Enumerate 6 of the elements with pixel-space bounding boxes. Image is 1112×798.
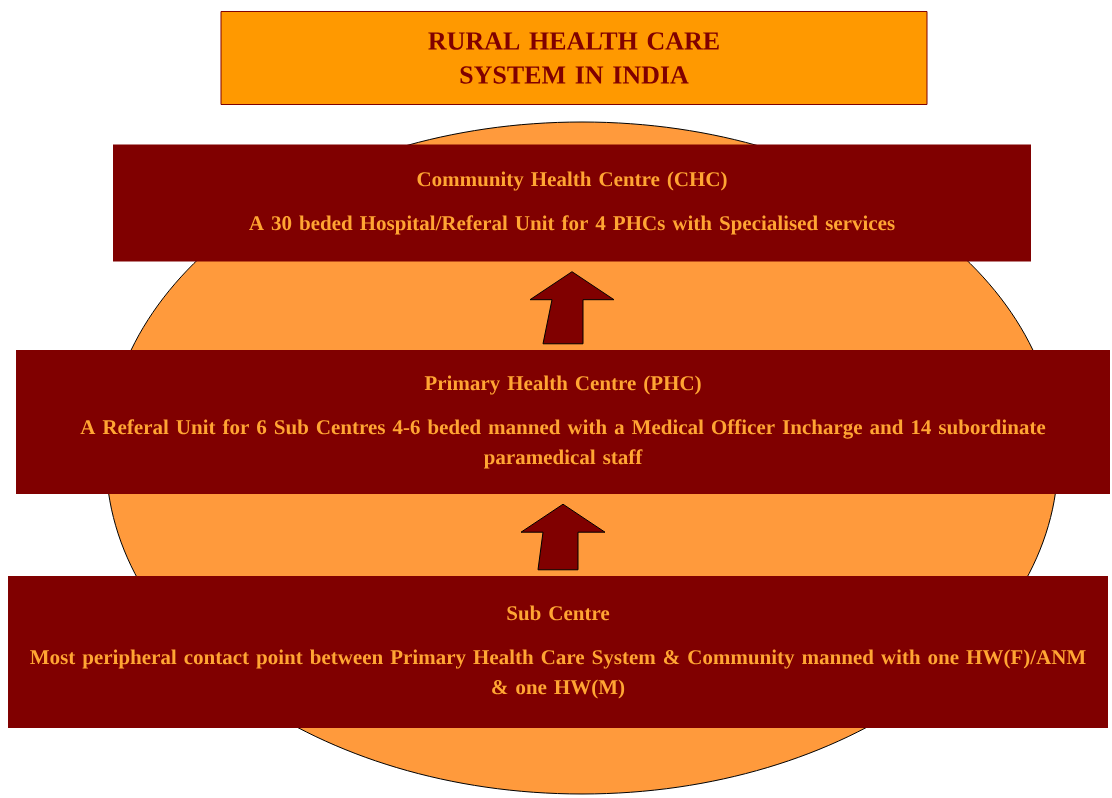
block-arrow bbox=[529, 271, 615, 345]
tier-box: Primary Health Centre (PHC) A Referal Unit for 6 Sub Centres 4-6 beded manned with a Medical Officer Incharge and 14 subordinate paramedical staff bbox=[16, 350, 1110, 494]
title-box: RURAL HEALTH CARE SYSTEM IN INDIA bbox=[220, 11, 928, 105]
tier-box: Community Health Centre (CHC) A 30 beded Hospital/Referal Unit for 4 PHCs with Specialised services bbox=[113, 144, 1031, 262]
tier-box: Sub Centre Most peripheral contact point between Primary Health Care System & Community manned with one HW(F)/ANM & one HW(M) bbox=[8, 576, 1108, 728]
block-arrow bbox=[520, 503, 606, 571]
